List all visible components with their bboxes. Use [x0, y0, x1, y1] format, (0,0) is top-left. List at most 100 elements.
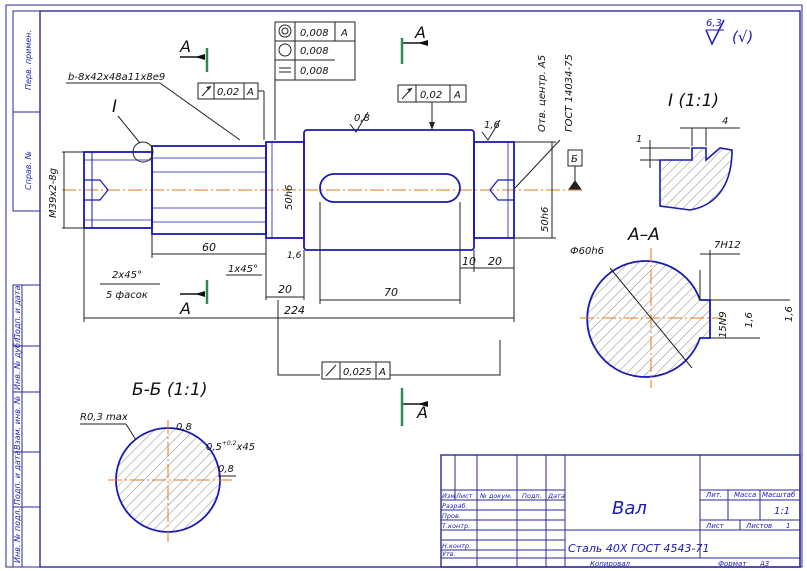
roughness-value: 6,3 [706, 18, 722, 29]
tb-col-list: Лист [455, 492, 473, 500]
section-mark-label: А [179, 299, 191, 318]
dia-50h6-left: 50h6 [284, 185, 295, 210]
tb-mass: Масса [734, 491, 756, 499]
tolerance-table: 0,008 А 0,008 0,008 [274, 21, 356, 140]
tb-sheets: Листов [745, 522, 772, 530]
runout-bottom-value: 0,025 [343, 367, 372, 378]
runout-left-value: 0,02 [217, 87, 239, 98]
section-aa-title: А–А [627, 225, 660, 245]
runout-mid-ref: А [453, 90, 461, 101]
thread-label: M39x2-8g [48, 168, 59, 218]
tb-format-val: А3 [759, 560, 769, 568]
tb-lit: Лит. [705, 491, 722, 499]
rough-08-label: 0,8 [354, 113, 370, 124]
section-aa-key: 7H12 [714, 240, 741, 251]
dim-chamfer-2a: 2x45° [112, 270, 142, 281]
tolerance-ref: А [340, 28, 348, 39]
section-bb-b: 0,5+0,2x45 [206, 440, 255, 453]
runout-left-ref: А [246, 87, 254, 98]
roughness-extra: (√) [732, 28, 753, 46]
runout-frame-left: 0,02 А [197, 82, 265, 140]
section-bb-title: Б-Б (1:1) [132, 380, 208, 400]
title-block [440, 454, 801, 568]
tb-col-date: Дата [547, 492, 565, 500]
section-bb-b-main: 0,5 [206, 442, 222, 453]
tb-material: Сталь 40Х ГОСТ 4543-71 [568, 542, 710, 555]
section-cut-bottom: А [400, 388, 428, 426]
tb-row-prov: Пров. [442, 512, 461, 520]
section-bb-b-sup: +0,2 [222, 440, 237, 447]
section-aa: А–А Ф60h6 7H12 15N9 1,6 1,6 [570, 225, 795, 388]
dimensions: 60 1x45° 2x45° 5 фасок 20 70 10 20 224 [83, 202, 515, 322]
section-bb: Б-Б (1:1) R0,3 max 0,8 0,5+0,2x45 0,8 [80, 380, 255, 542]
section-bb-r: R0,3 max [80, 412, 128, 423]
center-holes-note-1: Отв. центр. А5 [537, 55, 548, 132]
section-mark-label: А [414, 23, 426, 42]
tolerance-value-2: 0,008 [300, 46, 329, 57]
section-bb-b-suf: x45 [235, 442, 255, 453]
tb-scale-val: 1:1 [774, 506, 790, 517]
stamp-label-6: Подп. и дата [13, 450, 22, 505]
dia-50h6-right: 50h6 [540, 207, 551, 232]
datum-b: Б [567, 149, 583, 190]
runout-bottom-ref: А [378, 367, 386, 378]
stamp-label-1: Перв. примен. [24, 30, 33, 90]
tb-row-razrab: Разраб. [442, 502, 468, 510]
tb-col-doc: № докум. [479, 492, 512, 500]
roughness-symbol: 6,3 (√) [705, 18, 753, 46]
section-aa-r1: 1,6 [744, 312, 755, 328]
rough-16-label: 1,6 [484, 120, 500, 131]
tb-copied: Копировал [590, 560, 631, 568]
section-aa-dia: Ф60h6 [570, 246, 604, 257]
tb-format: Формат [718, 560, 747, 568]
dim-20: 20 [278, 283, 292, 296]
stamp-label-3: Подп. и дата [13, 285, 22, 340]
stamp-label-2: Справ. № [24, 151, 33, 190]
detail-view-title: I (1:1) [668, 91, 719, 111]
dim-chamfer-1: 1x45° [228, 264, 258, 275]
stamp-label-5: Взам. инв. № [13, 396, 22, 450]
tb-sheets-val: 1 [786, 522, 790, 530]
dim-chamfer-2b: 5 фасок [106, 290, 148, 301]
rough-16-small: 1,6 [287, 251, 302, 261]
tb-col-sign: Подп. [522, 492, 542, 500]
center-holes-note-2: ГОСТ 14034-75 [564, 54, 575, 132]
section-cut-top-left: А [179, 37, 209, 72]
tolerance-value-1: 0,008 [300, 28, 329, 39]
dim-10: 10 [462, 255, 476, 268]
dim-20-right: 20 [488, 255, 502, 268]
dim-60: 60 [202, 241, 216, 254]
section-cut-mid: А [179, 280, 209, 318]
datum-b-label: Б [571, 154, 578, 165]
detail-view: I (1:1) 4 1 [636, 91, 740, 211]
tb-row-nkontr: Н.контр. [442, 542, 471, 550]
section-bb-c: 0,8 [218, 464, 234, 475]
side-stamp: Перв. примен. Справ. № Подп. и дата Инв.… [12, 10, 41, 568]
tb-row-tkontr: Т.контр. [442, 522, 470, 530]
section-mark-label: А [179, 37, 191, 56]
detail-dim-4: 4 [722, 116, 728, 127]
tb-part-name: Вал [612, 498, 647, 519]
shaft-view [62, 129, 585, 251]
detail-label: I [112, 97, 117, 117]
section-aa-depth: 15N9 [718, 311, 729, 338]
runout-frame-bottom: 0,025 А [277, 300, 501, 380]
section-bb-a: 0,8 [176, 422, 192, 433]
dim-224: 224 [284, 304, 305, 317]
runout-frame-mid: 0,02 А [397, 84, 467, 130]
spline-callout: b-8x42x48a11x8e9 [68, 72, 165, 83]
section-mark-label: А [416, 403, 428, 422]
tb-sheet: Лист [705, 522, 725, 530]
tb-scale: Масштаб [762, 491, 796, 499]
stamp-label-7: Инв. № подл. [13, 508, 22, 563]
section-cut-top-right: А [400, 23, 428, 64]
detail-dim-1: 1 [636, 134, 642, 145]
tolerance-value-3: 0,008 [300, 66, 329, 77]
stamp-label-4: Инв. № дубл. [13, 335, 22, 390]
tb-row-utv: Утв. [442, 550, 456, 558]
dim-70: 70 [384, 286, 398, 299]
runout-mid-value: 0,02 [420, 90, 442, 101]
section-aa-r2: 1,6 [784, 306, 795, 322]
tb-col-izm: Изм [442, 492, 455, 500]
